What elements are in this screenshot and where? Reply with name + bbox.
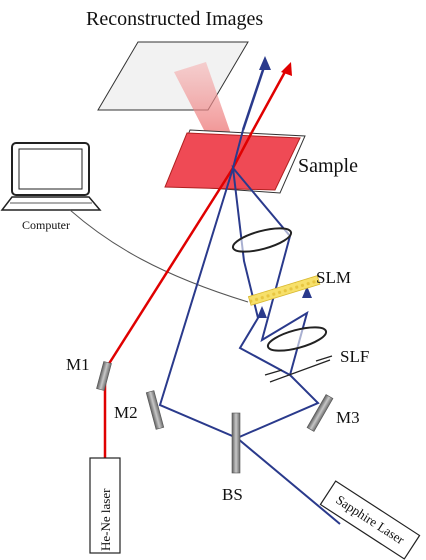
beam-splitter — [231, 412, 241, 474]
computer-cable — [69, 209, 249, 303]
computer-icon — [0, 142, 102, 211]
bs-label: BS — [222, 485, 243, 504]
sample-label: Sample — [298, 155, 358, 177]
he-ne-laser-label: He-Ne laser — [98, 488, 113, 551]
m2-label: M2 — [114, 403, 138, 422]
sapphire-beam — [158, 129, 341, 525]
mirror-m1 — [96, 361, 112, 391]
m3-label: M3 — [336, 408, 360, 427]
he-ne-laser: He-Ne laser — [89, 457, 121, 554]
reconstructed-images-label: Reconstructed Images — [86, 8, 263, 30]
reconstructed-image-plane — [97, 41, 249, 111]
slf — [264, 355, 333, 383]
computer-label: Computer — [22, 218, 70, 232]
slf-label: SLF — [340, 347, 369, 366]
lower-lens — [266, 326, 328, 352]
mirror-m2 — [145, 390, 165, 430]
output-beams — [241, 56, 292, 133]
mirror-m3 — [306, 394, 334, 432]
sapphire-beam-arrows — [257, 286, 312, 318]
m1-label: M1 — [66, 355, 90, 374]
upper-lens — [231, 227, 293, 253]
slm — [247, 275, 321, 306]
slm-label: SLM — [316, 268, 351, 287]
